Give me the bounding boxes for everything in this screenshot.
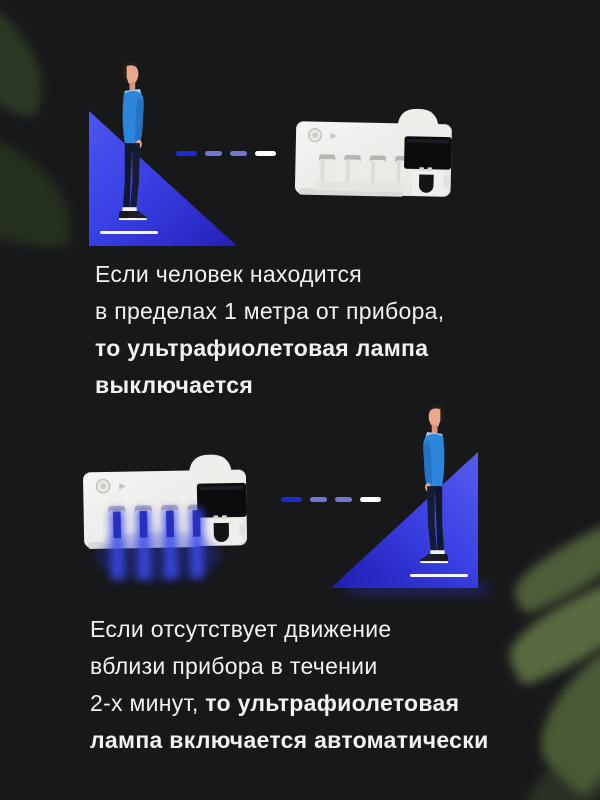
person-leg-front [129, 143, 140, 210]
motion-signal-dashes [281, 497, 381, 502]
leaf-shadow-top-left [0, 0, 73, 126]
dash [230, 151, 247, 156]
dash [281, 497, 302, 502]
toothpaste-tube-holder [397, 108, 439, 126]
caption-line: выключается [95, 372, 254, 398]
solar-panel [196, 482, 247, 518]
dash [176, 151, 197, 156]
toothpaste-dispenser [411, 167, 450, 196]
ground-line [100, 231, 158, 234]
uv-glow [95, 508, 221, 581]
caption-line: Если человек находится [95, 261, 363, 287]
person-shoe-front [127, 211, 147, 220]
dash [360, 497, 381, 502]
dash [335, 497, 352, 502]
dash [205, 151, 222, 156]
caption-line: вблизи прибора в течении [90, 653, 378, 679]
person-arm [134, 97, 144, 142]
person-leg-back [434, 486, 445, 553]
triangle-glow [349, 584, 487, 593]
person-face [126, 65, 139, 84]
dash [255, 151, 276, 156]
ground-line [410, 574, 468, 577]
person-arm [423, 440, 433, 485]
motion-signal-dashes [176, 151, 276, 156]
toothpaste-dispenser [205, 515, 246, 545]
solar-panel [404, 136, 452, 170]
person-figure [118, 61, 147, 221]
caption-uv-on: Если отсутствует движение вблизи прибора… [90, 611, 489, 759]
person-shoe-front [420, 554, 440, 563]
caption-line: 2-х минут, то ультрафиолетовая [90, 690, 460, 716]
person-leg-front [427, 486, 438, 553]
arrow-icon [119, 483, 126, 490]
caption-uv-off: Если человек находится в пределах 1 метр… [95, 256, 444, 404]
person-leg-back [122, 143, 133, 210]
caption-line: то ультрафиолетовая лампа [95, 335, 429, 361]
dash [310, 497, 327, 502]
caption-line: Если отсутствует движение [90, 616, 392, 642]
uv-sterilizer-device-on [83, 454, 248, 581]
person-face [428, 408, 441, 427]
leaf-shadow-mid-left [0, 124, 90, 256]
arrow-icon [330, 132, 337, 140]
person-figure [420, 404, 449, 564]
caption-line: лампа включается автоматически [90, 727, 489, 753]
uv-sterilizer-device-off [294, 108, 452, 197]
toothpaste-tube-holder [189, 454, 232, 473]
caption-line: в пределах 1 метра от прибора, [95, 298, 445, 324]
